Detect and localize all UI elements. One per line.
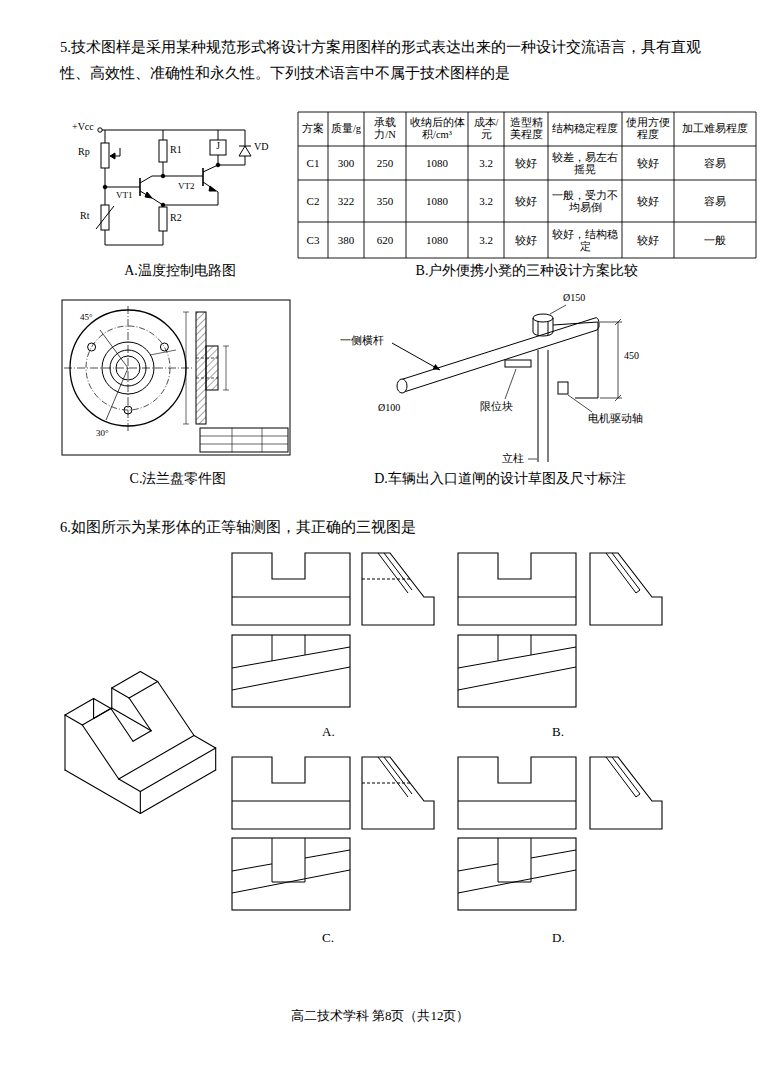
component-label: VT2 bbox=[178, 181, 195, 192]
table-cell: 成本/元 bbox=[469, 113, 503, 145]
table-rule bbox=[298, 112, 756, 113]
table-cell: 较好 bbox=[623, 223, 673, 257]
table-cell: 较好 bbox=[623, 181, 673, 221]
table-cell: 较好 bbox=[505, 223, 547, 257]
side-view bbox=[590, 757, 662, 829]
table-cell: 使用方便程度 bbox=[623, 113, 673, 145]
table-rule bbox=[298, 112, 299, 258]
option-letter: A. bbox=[322, 724, 335, 740]
dimension-text: 450 bbox=[624, 350, 639, 363]
table-cell: 较差，易左右摇晃 bbox=[549, 147, 621, 179]
dimension-text: Ø100 bbox=[378, 402, 400, 415]
table-cell: 加工难易程度 bbox=[675, 113, 755, 145]
table-rule bbox=[548, 112, 549, 258]
table-cell: 3.2 bbox=[469, 223, 503, 257]
table-rule bbox=[406, 112, 407, 258]
component-label: J bbox=[210, 141, 226, 153]
figure-caption: B.户外便携小凳的三种设计方案比较 bbox=[298, 262, 756, 280]
front-view bbox=[458, 553, 576, 625]
front-view bbox=[458, 757, 576, 829]
component-label: Rt bbox=[80, 210, 89, 223]
table-cell: 3.2 bbox=[469, 181, 503, 221]
flange-drawing bbox=[62, 300, 290, 455]
table-cell: 方案 bbox=[299, 113, 327, 145]
table-cell: 承载力/N bbox=[365, 113, 405, 145]
table-cell: 容易 bbox=[675, 147, 755, 179]
table-cell: 造型精美程度 bbox=[505, 113, 547, 145]
gate-sketch bbox=[392, 305, 622, 462]
table-cell: C3 bbox=[299, 223, 327, 257]
table-cell: 250 bbox=[365, 147, 405, 179]
table-cell: 3.2 bbox=[469, 147, 503, 179]
component-label: VD bbox=[254, 141, 268, 154]
option-letter: C. bbox=[322, 930, 334, 946]
option-letter: B. bbox=[552, 724, 564, 740]
figure-caption: D.车辆出入口道闸的设计草图及尺寸标注 bbox=[330, 470, 670, 488]
signal-label: +Vcc bbox=[72, 121, 94, 134]
table-cell: 300 bbox=[329, 147, 363, 179]
question-stem: 6.如图所示为某形体的正等轴测图，其正确的三视图是 bbox=[60, 514, 722, 540]
component-label: Rp bbox=[78, 146, 90, 159]
component-label: R1 bbox=[170, 144, 182, 157]
side-view bbox=[362, 757, 434, 829]
table-cell: 322 bbox=[329, 181, 363, 221]
question-stem: 5.技术图样是采用某种规范形式将设计方案用图样的形式表达出来的一种设计交流语言，… bbox=[60, 34, 722, 86]
table-cell: 容易 bbox=[675, 181, 755, 221]
figure-caption: A.温度控制电路图 bbox=[60, 262, 300, 280]
page-footer: 高二技术学科 第8页（共12页） bbox=[0, 1008, 760, 1024]
table-cell: C1 bbox=[299, 147, 327, 179]
table-cell: 一般 bbox=[675, 223, 755, 257]
part-name: 电机驱动轴 bbox=[588, 412, 643, 426]
table-rule bbox=[298, 146, 756, 147]
figure-caption: C.法兰盘零件图 bbox=[60, 470, 296, 488]
top-view bbox=[458, 635, 576, 707]
part-name: 立柱 bbox=[502, 452, 524, 466]
front-view bbox=[232, 553, 350, 625]
table-rule bbox=[298, 258, 756, 259]
table-cell: 质量/g bbox=[329, 113, 363, 145]
table-rule bbox=[622, 112, 623, 258]
table-cell: 收纳后的体积/cm³ bbox=[407, 113, 467, 145]
table-cell: 1080 bbox=[407, 181, 467, 221]
dimension-text: 30° bbox=[96, 428, 109, 439]
table-cell: 350 bbox=[365, 181, 405, 221]
table-rule bbox=[468, 112, 469, 258]
table-rule bbox=[298, 180, 756, 181]
component-label: R2 bbox=[170, 212, 182, 225]
part-name: 限位块 bbox=[480, 400, 513, 414]
table-rule bbox=[504, 112, 505, 258]
table-cell: 1080 bbox=[407, 147, 467, 179]
table-rule bbox=[328, 112, 329, 258]
table-cell: 较好 bbox=[505, 181, 547, 221]
table-rule bbox=[756, 112, 757, 258]
top-view bbox=[232, 838, 350, 910]
option-letter: D. bbox=[552, 930, 565, 946]
dimension-text: 45° bbox=[80, 312, 93, 323]
front-view bbox=[232, 757, 350, 829]
comparison-table bbox=[298, 112, 756, 258]
table-cell: C2 bbox=[299, 181, 327, 221]
top-view bbox=[458, 838, 576, 910]
table-rule bbox=[298, 222, 756, 223]
table-cell: 较好 bbox=[623, 147, 673, 179]
dimension-text: Ø150 bbox=[563, 292, 585, 305]
table-cell: 380 bbox=[329, 223, 363, 257]
three-view-figures bbox=[65, 553, 662, 910]
table-cell: 一般，受力不均易倒 bbox=[549, 181, 621, 221]
table-rule bbox=[364, 112, 365, 258]
table-rule bbox=[674, 112, 675, 258]
top-view bbox=[232, 635, 350, 707]
table-cell: 620 bbox=[365, 223, 405, 257]
isometric-view bbox=[65, 672, 216, 814]
table-cell: 1080 bbox=[407, 223, 467, 257]
side-view bbox=[362, 553, 434, 625]
component-label: VT1 bbox=[116, 190, 133, 201]
table-cell: 较好，结构稳定 bbox=[549, 223, 621, 257]
part-name: 一侧横杆 bbox=[340, 334, 384, 348]
table-cell: 较好 bbox=[505, 147, 547, 179]
temperature-circuit bbox=[96, 128, 251, 245]
side-view bbox=[590, 553, 662, 625]
table-cell: 结构稳定程度 bbox=[549, 113, 621, 145]
